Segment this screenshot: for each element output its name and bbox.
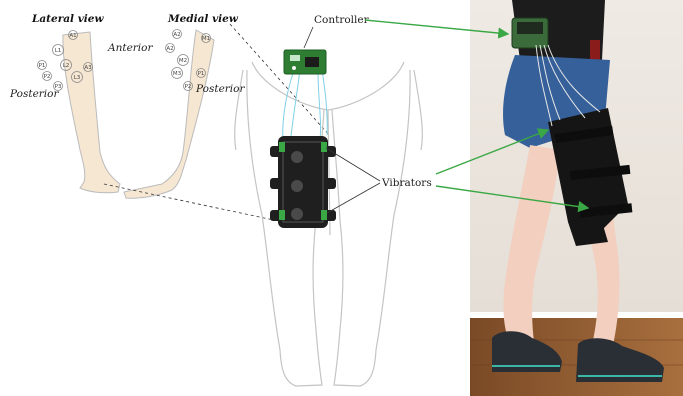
knee-brace-drawing xyxy=(270,136,336,228)
body-outline xyxy=(235,62,423,386)
vibrator-disc xyxy=(291,151,303,163)
site-label: L1 xyxy=(55,48,62,54)
vibrators-leader-upper xyxy=(326,148,380,181)
controller-board xyxy=(284,50,326,74)
vibrator-disc xyxy=(291,208,303,220)
site-label: A1 xyxy=(69,33,76,39)
site-label: P2 xyxy=(44,74,51,80)
site-label: M3 xyxy=(173,71,182,77)
controller-leader xyxy=(304,27,313,48)
medial-leg-sketch xyxy=(124,30,214,198)
vibrator-marker xyxy=(321,142,327,152)
posterior-label-right: Posterior xyxy=(195,83,245,95)
site-label: A2 xyxy=(173,32,180,38)
site-label: M2 xyxy=(179,58,187,64)
vibrator-disc xyxy=(291,180,303,192)
vibrator-marker xyxy=(279,142,285,152)
vibrator-marker xyxy=(279,210,285,220)
site-label: A3 xyxy=(84,65,92,71)
site-label: L3 xyxy=(74,75,81,81)
anterior-label: Anterior xyxy=(107,42,153,54)
controller-wires xyxy=(283,70,327,145)
site-label: P2 xyxy=(185,84,192,90)
lateral-view-title: Lateral view xyxy=(31,13,104,25)
site-label: L2 xyxy=(63,63,70,69)
dashed-connector-lateral xyxy=(104,184,283,222)
site-label: P1 xyxy=(198,71,205,77)
site-label: P1 xyxy=(39,63,46,69)
controller-label: Controller xyxy=(314,14,370,26)
photo-panel xyxy=(470,0,683,396)
vibrator-marker xyxy=(321,210,327,220)
posterior-label-left: Posterior xyxy=(9,88,59,100)
vibrators-label: Vibrators xyxy=(381,177,432,189)
dashed-connector-medial xyxy=(230,24,330,136)
site-label: M1 xyxy=(202,36,210,42)
medial-view-title: Medial view xyxy=(167,13,239,25)
lateral-leg-sketch xyxy=(63,32,120,193)
site-label: A2 xyxy=(166,46,173,52)
